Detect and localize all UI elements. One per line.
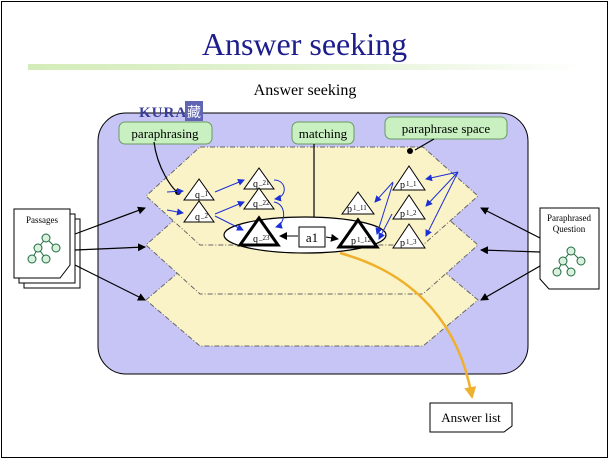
paraphrase-space-connector-dot bbox=[407, 148, 413, 154]
matching-callout bbox=[291, 121, 355, 145]
node-q22: q _22 bbox=[243, 187, 275, 210]
node-q1-base: q bbox=[195, 190, 200, 201]
node-q1-sub: _1 bbox=[200, 190, 209, 198]
passages-tree-icon bbox=[27, 233, 61, 264]
node-q2-sub: _2 bbox=[200, 212, 209, 220]
node-q2-base: q bbox=[195, 212, 200, 223]
node-q1: q _1 bbox=[183, 178, 215, 201]
node-p1-12: p 1_12 bbox=[336, 217, 380, 249]
kura-logo-mark-box bbox=[185, 101, 203, 121]
paraphrasing-callout bbox=[118, 121, 213, 145]
paraphrase-space-label: paraphrase space bbox=[402, 121, 491, 136]
question-paraphrase-arrows bbox=[166, 179, 285, 231]
question-tree-icon bbox=[552, 246, 586, 277]
kura-logo-mark: 藏 bbox=[187, 105, 201, 121]
node-p1-11-sub: 1_11 bbox=[353, 204, 367, 212]
paraphrase-space-callout bbox=[384, 116, 508, 140]
node-q22-sub: _22 bbox=[258, 199, 270, 207]
kura-logo: KURA 藏 bbox=[139, 101, 203, 121]
node-p1-3-base: p bbox=[400, 238, 405, 249]
answer-box-label: a1 bbox=[306, 230, 318, 245]
node-p1-1-base: p bbox=[400, 180, 405, 191]
passages-label: Passages bbox=[26, 215, 58, 225]
paraphrase-side-arrows bbox=[374, 171, 459, 240]
question-label-line1: Paraphrased bbox=[547, 213, 591, 223]
node-q2: q _2 bbox=[183, 200, 215, 223]
node-p1-12-sub: 1_12 bbox=[357, 236, 372, 244]
node-p1-1: p 1_1 bbox=[392, 165, 426, 191]
title-underline bbox=[28, 64, 583, 70]
node-p1-2-base: p bbox=[400, 209, 405, 220]
node-p1-2: p 1_2 bbox=[392, 194, 426, 220]
kura-logo-text: KURA bbox=[139, 105, 187, 121]
matching-label: matching bbox=[299, 126, 348, 141]
diagram-caption: Answer seeking bbox=[254, 82, 357, 99]
node-p1-12-base: p bbox=[351, 236, 356, 247]
paraphrase-space-connector bbox=[414, 138, 435, 151]
slide-title: Answer seeking bbox=[201, 26, 408, 62]
answer-flow-arrow bbox=[339, 251, 477, 399]
node-p1-11-base: p bbox=[347, 204, 352, 215]
node-q23-base: q bbox=[253, 234, 258, 245]
node-q21-sub: _21 bbox=[258, 179, 270, 187]
passage-arrows bbox=[74, 206, 146, 301]
answer-to-p1-12-link bbox=[325, 233, 339, 242]
paraphrasing-connector-dot bbox=[175, 189, 181, 195]
answer-list-box: Answer list bbox=[429, 402, 513, 433]
question-arrows bbox=[480, 207, 541, 301]
node-q22-base: q bbox=[253, 199, 258, 210]
passages-stack: Passages bbox=[13, 208, 81, 289]
node-p1-11: p 1_11 bbox=[341, 191, 375, 215]
paraphrased-question-card: Paraphrased Question bbox=[539, 207, 600, 290]
paraphrasing-label: paraphrasing bbox=[131, 126, 199, 141]
node-q23: q _23 bbox=[237, 215, 281, 247]
node-p1-3-sub: 1_3 bbox=[406, 238, 417, 246]
node-p1-1-sub: 1_1 bbox=[406, 180, 417, 188]
node-p1-2-sub: 1_2 bbox=[406, 209, 417, 217]
answer-list-label: Answer list bbox=[441, 410, 501, 425]
answer-box bbox=[298, 226, 326, 248]
node-p1-3: p 1_3 bbox=[392, 223, 426, 249]
question-label-line2: Question bbox=[553, 224, 586, 234]
node-q21-base: q bbox=[253, 179, 258, 190]
node-q23-sub: _23 bbox=[258, 234, 270, 242]
